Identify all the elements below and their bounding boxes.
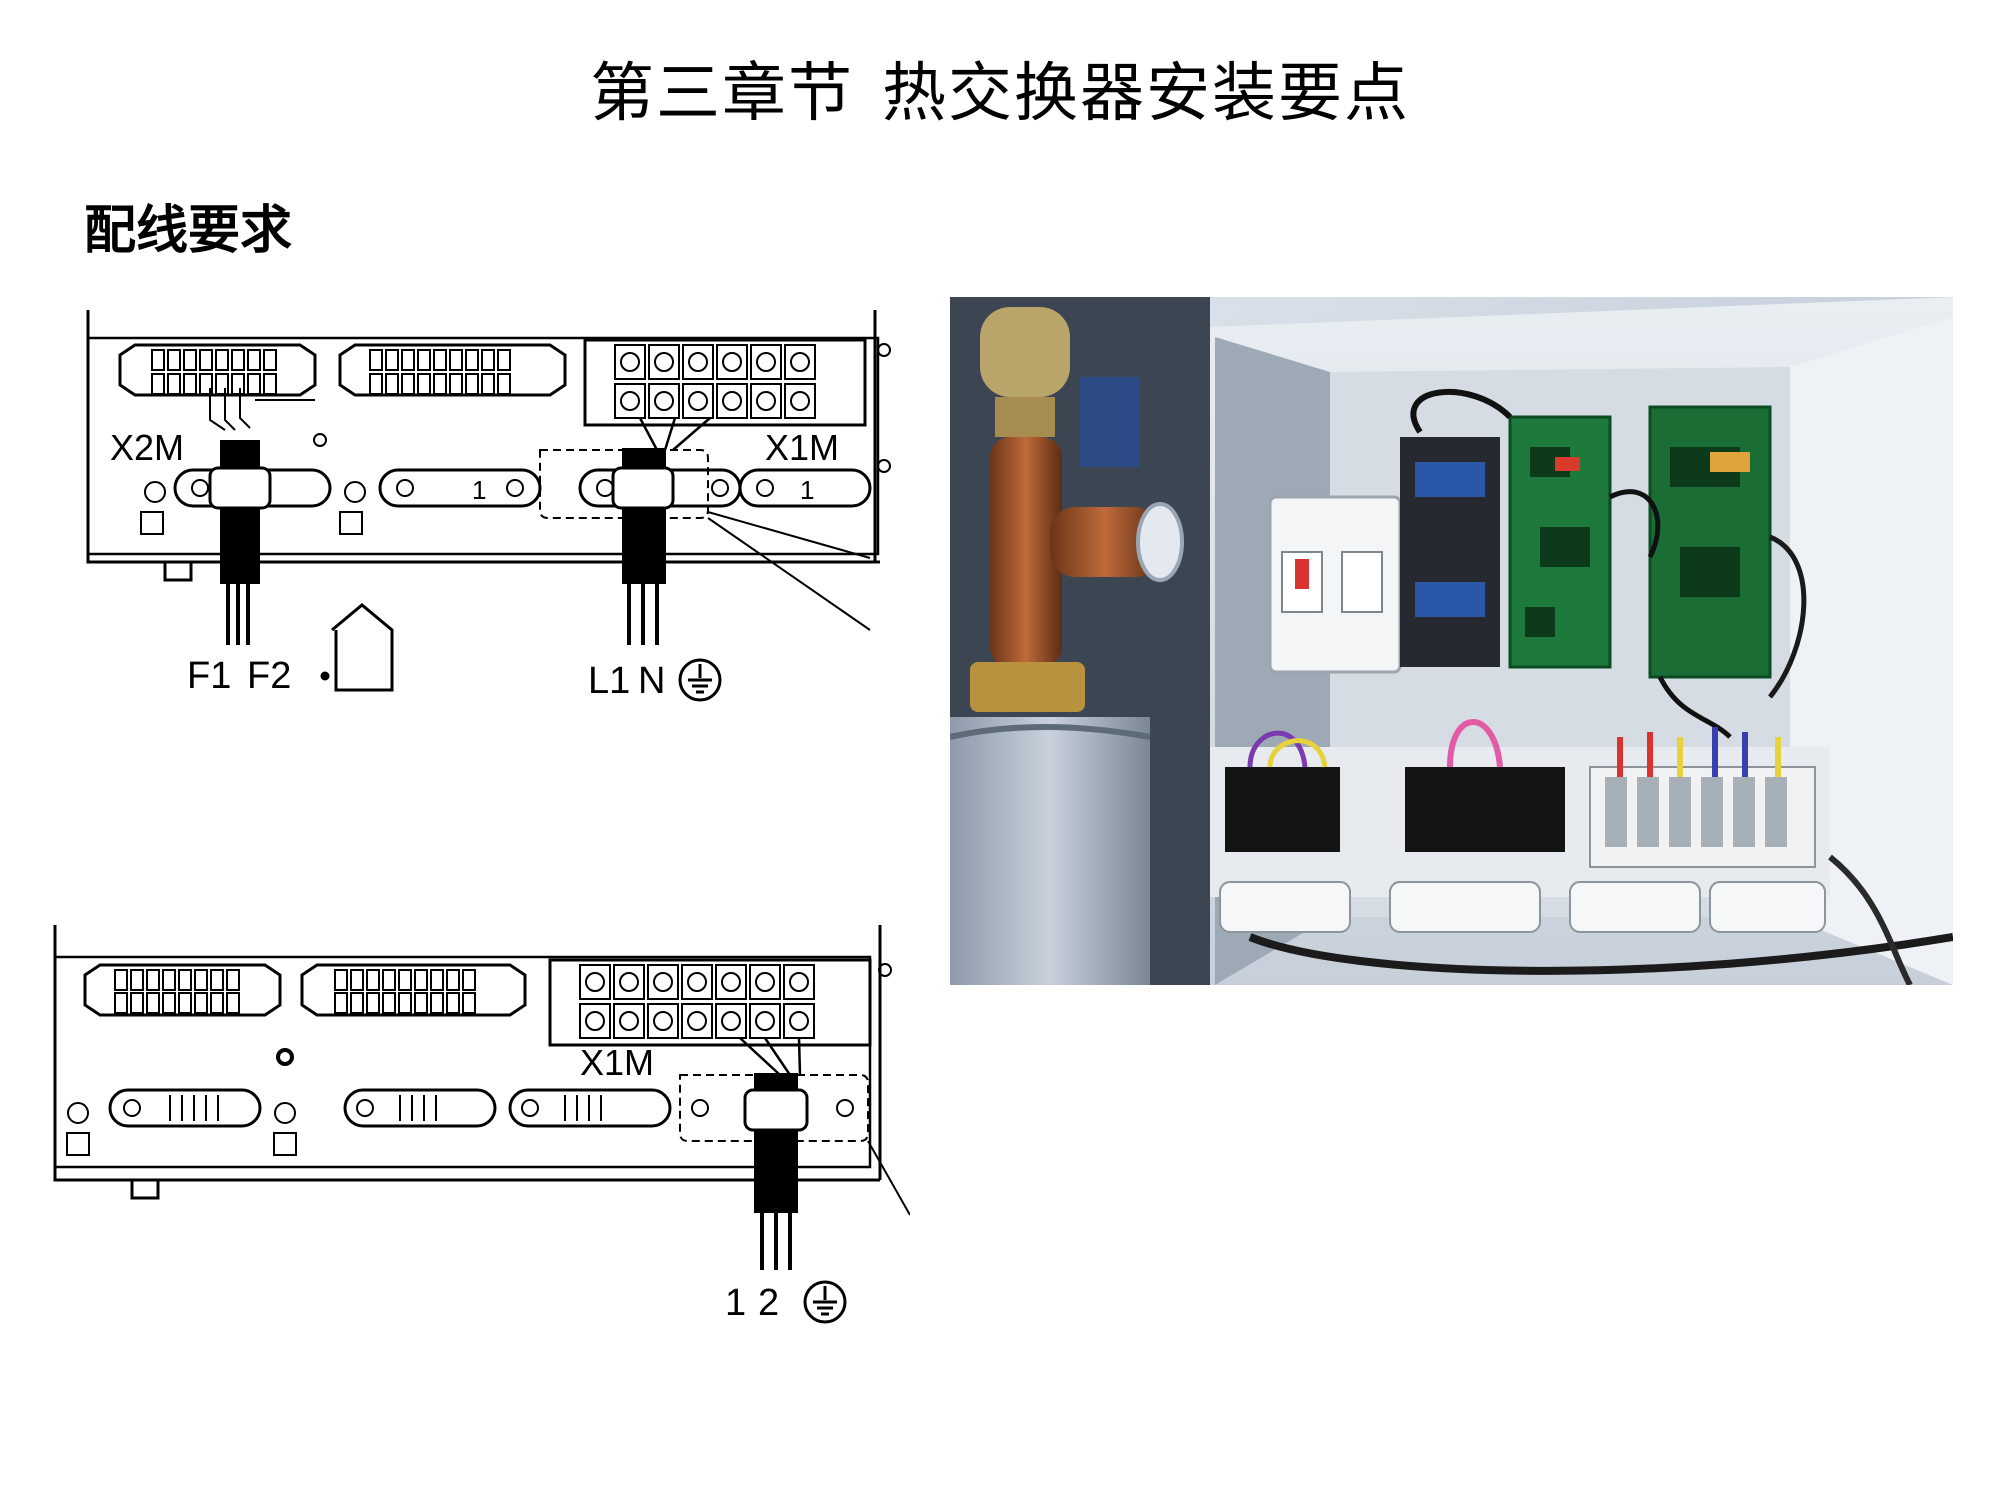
section-heading: 配线要求	[84, 201, 293, 261]
wire-label-l1: L1	[588, 660, 630, 702]
x1m-label-bottom: X1M	[580, 1042, 654, 1083]
x1m-label: X1M	[765, 427, 839, 468]
x2m-label: X2M	[110, 427, 184, 468]
chapter-label: 第三章节	[590, 57, 854, 131]
ground-icon	[803, 1280, 847, 1324]
chapter-title: 热交换器安装要点	[882, 57, 1410, 131]
wiring-diagram-bottom: X1M 1 2	[53, 925, 910, 1324]
wire-label-f2: F2	[247, 655, 291, 697]
house-icon	[320, 603, 394, 692]
wire-label-f1: F1	[187, 655, 231, 697]
wiring-diagram-top: X2M X1M 1 1 F1 F2 L1 N	[86, 310, 891, 702]
wire-label-2: 2	[758, 1282, 779, 1324]
terminal-mark-2: 1	[800, 475, 814, 505]
control-box-photo	[950, 297, 1953, 985]
terminal-mark-1: 1	[472, 475, 486, 505]
wire-label-n: N	[638, 660, 665, 702]
page-title: 第三章节热交换器安装要点	[0, 42, 2000, 134]
wire-label-1: 1	[725, 1282, 746, 1324]
ground-icon	[678, 658, 722, 702]
